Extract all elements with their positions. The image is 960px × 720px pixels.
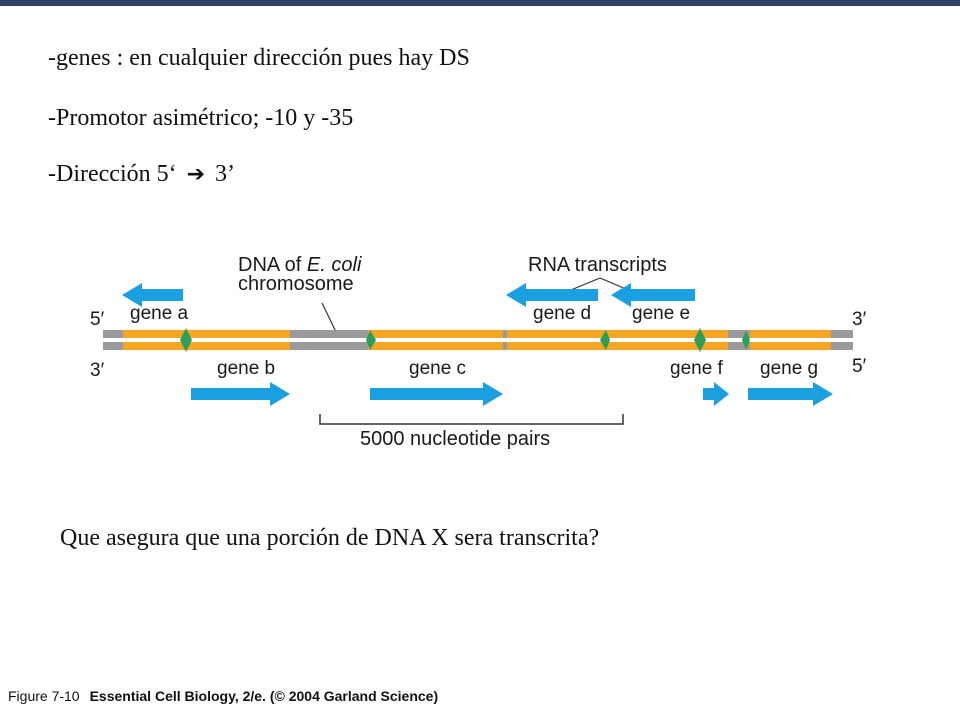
bullet-promoter: -Promotor asimétrico; -10 y -35 [48,105,354,131]
scale-bracket [319,414,624,425]
gene-e-label: gene e [632,303,690,324]
gene-d-arrow [506,283,598,307]
gene-a-label: gene a [130,303,189,324]
gene-c-label: gene c [409,358,466,379]
dna-label-line1: DNA of E. coli [238,254,362,276]
promoter-e-f [694,328,706,352]
bullet-genes-direction: -genes : en cualquier dirección pues hay… [48,45,470,71]
top-strand [103,330,853,338]
transcript-arrows-right [191,382,833,406]
promoter-markers [180,328,750,352]
promoter-g [742,330,750,350]
dna-label-line2: chromosome [238,273,354,295]
figure-number: Figure 7-10 [8,688,80,704]
gene-c-arrow [370,382,503,406]
figure-caption: Figure 7-10 Essential Cell Biology, 2/e. … [8,688,438,704]
right-arrow-icon: ➔ [186,162,206,187]
top-strand-left-end: 5′ [90,309,105,330]
bottom-strand [103,342,853,350]
promoter-a-b [180,328,192,352]
transcript-arrows-left [122,283,695,307]
bullet-direction: -Dirección 5‘ ➔ 3’ [48,160,235,189]
question-text: Que asegura que una porción de DNA X ser… [60,525,600,551]
gene-d-label: gene d [533,303,591,324]
bottom-strand-right-end: 5′ [852,356,867,377]
gene-f-arrow [703,382,729,406]
bullet-direction-start: -Dirección 5‘ [48,161,177,187]
gene-e-arrow [611,283,695,307]
gene-g-label: gene g [760,358,818,379]
promoter-c [366,330,376,350]
promoter-d [600,330,610,350]
top-strand-right-end: 3′ [852,309,867,330]
gene-f-label: gene f [670,358,724,379]
bottom-strand-left-end: 3′ [90,360,105,381]
gene-b-arrow [191,382,290,406]
rna-transcripts-label: RNA transcripts [528,254,667,276]
bullet-direction-end: 3’ [215,161,236,187]
gene-b-label: gene b [217,358,275,379]
top-accent-bar [0,0,960,6]
gene-a-arrow [122,283,183,307]
scale-label: 5000 nucleotide pairs [360,428,550,450]
figure-source: Essential Cell Biology, 2/e. (© 2004 Gar… [89,688,439,704]
gene-g-arrow [748,382,833,406]
